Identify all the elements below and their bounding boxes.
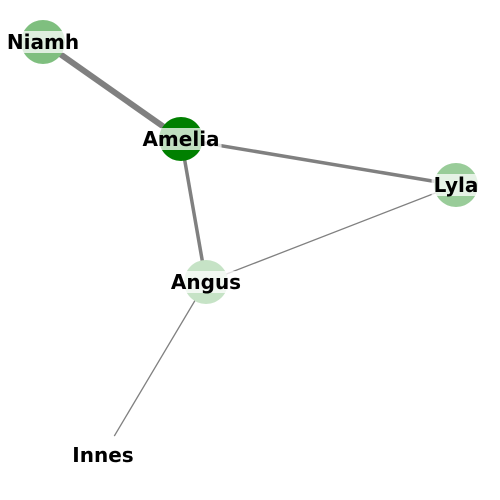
node-lyla: Lyla: [431, 163, 481, 207]
edge-angus-innes: [102, 281, 207, 456]
edge-amelia-lyla: [180, 137, 457, 187]
edge-amelia-angus: [179, 138, 208, 283]
edge-niamh-amelia: [41, 39, 183, 142]
node-amelia: Amelia: [140, 117, 222, 161]
node-label-innes: Innes: [72, 443, 133, 467]
edge-layer: [41, 39, 457, 456]
label-background: [168, 271, 244, 293]
edge-angus-lyla: [205, 184, 457, 283]
node-innes: Innes: [70, 433, 136, 477]
label-background: [431, 174, 481, 196]
node-label-lyla: Lyla: [434, 173, 479, 197]
label-background: [140, 128, 222, 150]
node-label-angus: Angus: [171, 270, 241, 294]
node-label-amelia: Amelia: [142, 127, 219, 151]
node-label-niamh: Niamh: [7, 30, 79, 54]
label-background: [4, 31, 82, 53]
label-background: [70, 444, 136, 466]
node-niamh: Niamh: [4, 20, 82, 64]
node-angus: Angus: [168, 260, 244, 304]
